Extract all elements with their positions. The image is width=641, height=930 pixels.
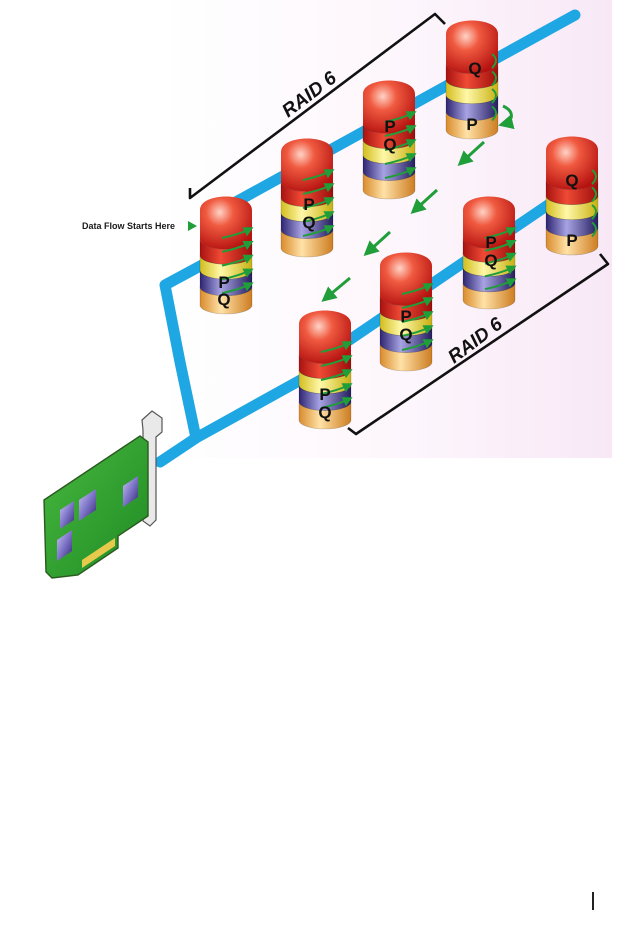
stripe-arrow <box>384 153 417 165</box>
disk-2 <box>280 138 335 258</box>
parity-q-label: Q <box>565 171 578 190</box>
stripe-arrow <box>384 167 417 179</box>
stripe-arrow <box>302 169 335 181</box>
stripe-arrow <box>484 240 517 252</box>
stripe-arrow <box>320 355 353 367</box>
parity-q-label: Q <box>302 213 315 232</box>
raid-bracket-upper <box>188 12 446 200</box>
parity-p-label: P <box>319 385 330 404</box>
parity-q-label: Q <box>318 403 331 422</box>
card-chip-c <box>123 476 138 507</box>
parity-q-label: Q <box>484 251 497 270</box>
parity-p-label: P <box>303 195 314 214</box>
stripe-arrow <box>491 70 497 87</box>
card-chip-d <box>57 530 72 561</box>
raid-controller-card <box>43 410 163 579</box>
card-edge-connector <box>82 538 115 568</box>
stripe-arrow <box>591 186 597 203</box>
disk-5 <box>298 310 353 430</box>
stripe-arrow <box>320 369 353 381</box>
stripe-arrow <box>221 268 254 281</box>
raid-bracket-lower <box>347 253 610 436</box>
stripe-arrow <box>401 339 434 351</box>
disk-top <box>546 136 598 190</box>
card-chip-a <box>60 501 74 529</box>
stripe-arrow <box>221 227 254 239</box>
stripe-arrow <box>302 225 335 237</box>
stripe-arrow <box>320 397 353 409</box>
disk-top <box>446 20 498 74</box>
stripe-arrow <box>302 211 335 223</box>
stripe-arrow <box>491 105 497 122</box>
stripe-arrow <box>401 283 434 295</box>
stripe-arrow <box>384 139 417 151</box>
stripe-arrow <box>221 254 254 267</box>
parity-p-label: P <box>485 233 496 252</box>
stripe-arrow <box>401 311 434 323</box>
disk-8 <box>545 136 599 256</box>
parity-q-label: Q <box>383 135 396 154</box>
stripe-arrow <box>384 125 417 137</box>
stripe-arrow <box>384 111 417 123</box>
disk-4 <box>445 20 499 140</box>
disk-top <box>200 196 252 250</box>
stripe-arrow <box>401 297 434 309</box>
disk-top <box>463 196 515 249</box>
parity-p-label: P <box>566 231 577 250</box>
stripe-arrow <box>302 183 335 195</box>
disk-top <box>380 252 432 306</box>
stripe-arrow <box>591 169 597 185</box>
disk-array <box>199 20 599 430</box>
stripe-arrow <box>221 241 254 253</box>
stripe-arrow <box>591 221 597 238</box>
disk-top <box>363 80 415 134</box>
data-flow-arrow-icon <box>188 221 197 231</box>
stripe-arrow <box>320 383 353 395</box>
parity-p-label: P <box>466 115 477 134</box>
stripe-arrow <box>302 197 335 209</box>
parity-p-label: P <box>384 117 395 136</box>
card-chip-b <box>79 489 96 521</box>
disk-7 <box>462 196 517 310</box>
parity-p-label: P <box>400 307 411 326</box>
data-flow-callout: Data Flow Starts Here <box>82 221 197 231</box>
parity-q-label: Q <box>399 325 412 344</box>
stripe-arrow <box>484 252 517 265</box>
stripe-arrow <box>491 88 497 104</box>
disk-1 <box>199 196 254 315</box>
disk-top <box>299 310 351 364</box>
page-margin-bar <box>592 892 594 910</box>
stripe-arrow <box>484 278 517 291</box>
stripe-arrow <box>401 325 434 337</box>
parity-q-label: Q <box>468 59 481 78</box>
disk-6 <box>379 252 434 372</box>
data-flow-label: Data Flow Starts Here <box>82 221 175 231</box>
disk-top <box>281 138 333 192</box>
stripe-arrow <box>221 282 254 295</box>
stripe-arrow <box>491 53 497 69</box>
stripe-arrow <box>484 265 517 278</box>
stripe-arrow <box>484 227 517 239</box>
stripe-arrow <box>591 204 597 220</box>
parity-p-label: P <box>218 273 229 292</box>
parity-q-label: Q <box>217 290 230 309</box>
stripe-arrow <box>320 341 353 353</box>
disk-3 <box>362 80 417 200</box>
flow-arrows <box>321 104 515 302</box>
